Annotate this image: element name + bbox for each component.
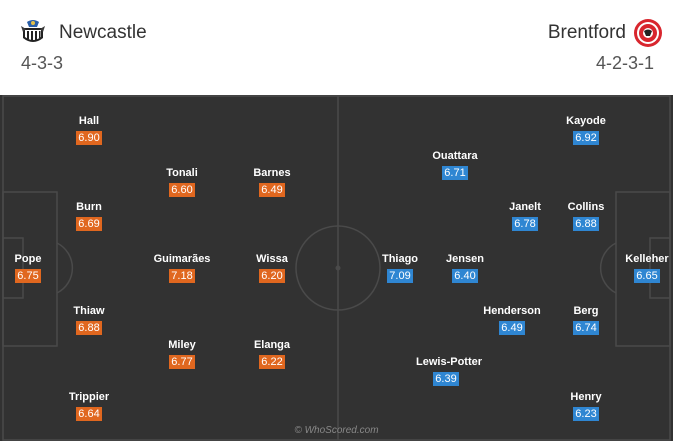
player-rating: 6.88 <box>76 321 102 335</box>
player-name: Lewis-Potter <box>416 356 483 368</box>
home-player[interactable]: Tonali 6.60 <box>152 167 212 198</box>
player-name: Guimarães <box>153 253 211 265</box>
player-rating: 6.71 <box>442 166 468 180</box>
player-rating: 6.65 <box>634 269 660 283</box>
away-player[interactable]: Ouattara 6.71 <box>425 150 485 181</box>
brentford-crest-icon <box>634 19 662 47</box>
player-rating: 6.20 <box>259 269 285 283</box>
away-player[interactable]: Collins 6.88 <box>556 201 616 232</box>
player-name: Tonali <box>166 167 198 179</box>
watermark: © WhoScored.com <box>294 425 379 436</box>
player-rating: 6.77 <box>169 355 195 369</box>
player-name: Kelleher <box>625 253 669 265</box>
away-player[interactable]: Henderson 6.49 <box>482 305 542 336</box>
player-rating: 6.69 <box>76 217 102 231</box>
player-rating: 6.23 <box>573 407 599 421</box>
away-player[interactable]: Kelleher 6.65 <box>617 253 673 284</box>
player-rating: 6.78 <box>512 217 538 231</box>
player-name: Henry <box>570 391 602 403</box>
home-player[interactable]: Barnes 6.49 <box>242 167 302 198</box>
home-formation: 4-3-3 <box>21 53 64 73</box>
home-team-name[interactable]: Newcastle <box>59 22 147 43</box>
away-formation: 4-2-3-1 <box>595 53 654 73</box>
player-name: Wissa <box>256 253 288 265</box>
home-player[interactable]: Elanga 6.22 <box>242 339 302 370</box>
player-name: Pope <box>14 253 42 265</box>
away-player[interactable]: Berg 6.74 <box>556 305 616 336</box>
player-name: Berg <box>573 305 599 317</box>
home-player[interactable]: Wissa 6.20 <box>242 253 302 284</box>
player-name: Collins <box>567 201 605 213</box>
player-name: Barnes <box>253 167 291 179</box>
home-player[interactable]: Burn 6.69 <box>59 201 119 232</box>
match-header: Newcastle 4-3-3 Brentford 4-2-3-1 <box>0 0 673 95</box>
home-player[interactable]: Hall 6.90 <box>59 115 119 146</box>
player-rating: 6.90 <box>76 131 102 145</box>
player-name: Ouattara <box>432 150 478 162</box>
player-rating: 7.09 <box>387 269 413 283</box>
away-player[interactable]: Kayode 6.92 <box>556 115 616 146</box>
player-name: Trippier <box>68 391 110 403</box>
player-rating: 6.74 <box>573 321 599 335</box>
player-name: Jensen <box>446 253 484 265</box>
player-name: Thiaw <box>73 305 105 317</box>
pitch-markings <box>2 95 671 441</box>
player-rating: 6.92 <box>573 131 599 145</box>
player-name: Henderson <box>483 305 541 317</box>
player-name: Kayode <box>566 115 606 127</box>
player-rating: 6.40 <box>452 269 478 283</box>
pitch: Hall 6.90 Tonali 6.60 Barnes 6.49 Burn 6… <box>0 95 673 441</box>
home-player[interactable]: Pope 6.75 <box>0 253 58 284</box>
player-rating: 7.18 <box>169 269 195 283</box>
player-rating: 6.60 <box>169 183 195 197</box>
away-player[interactable]: Jensen 6.40 <box>435 253 495 284</box>
home-player[interactable]: Trippier 6.64 <box>59 391 119 422</box>
home-player[interactable]: Thiaw 6.88 <box>59 305 119 336</box>
player-rating: 6.64 <box>76 407 102 421</box>
newcastle-crest-icon <box>21 20 45 42</box>
player-rating: 6.39 <box>433 372 459 386</box>
home-player[interactable]: Miley 6.77 <box>152 339 212 370</box>
player-rating: 6.22 <box>259 355 285 369</box>
player-rating: 6.75 <box>15 269 41 283</box>
away-player[interactable]: Henry 6.23 <box>556 391 616 422</box>
player-rating: 6.88 <box>573 217 599 231</box>
away-player[interactable]: Thiago 7.09 <box>370 253 430 284</box>
away-team-name[interactable]: Brentford <box>547 22 626 43</box>
player-rating: 6.49 <box>499 321 525 335</box>
player-name: Miley <box>168 339 196 351</box>
player-name: Hall <box>78 115 100 127</box>
home-player[interactable]: Guimarães 7.18 <box>152 253 212 284</box>
player-name: Elanga <box>253 339 291 351</box>
player-name: Burn <box>76 201 102 213</box>
player-name: Janelt <box>509 201 541 213</box>
away-player[interactable]: Janelt 6.78 <box>495 201 555 232</box>
player-rating: 6.49 <box>259 183 285 197</box>
player-name: Thiago <box>381 253 419 265</box>
away-player[interactable]: Lewis-Potter 6.39 <box>416 356 483 387</box>
